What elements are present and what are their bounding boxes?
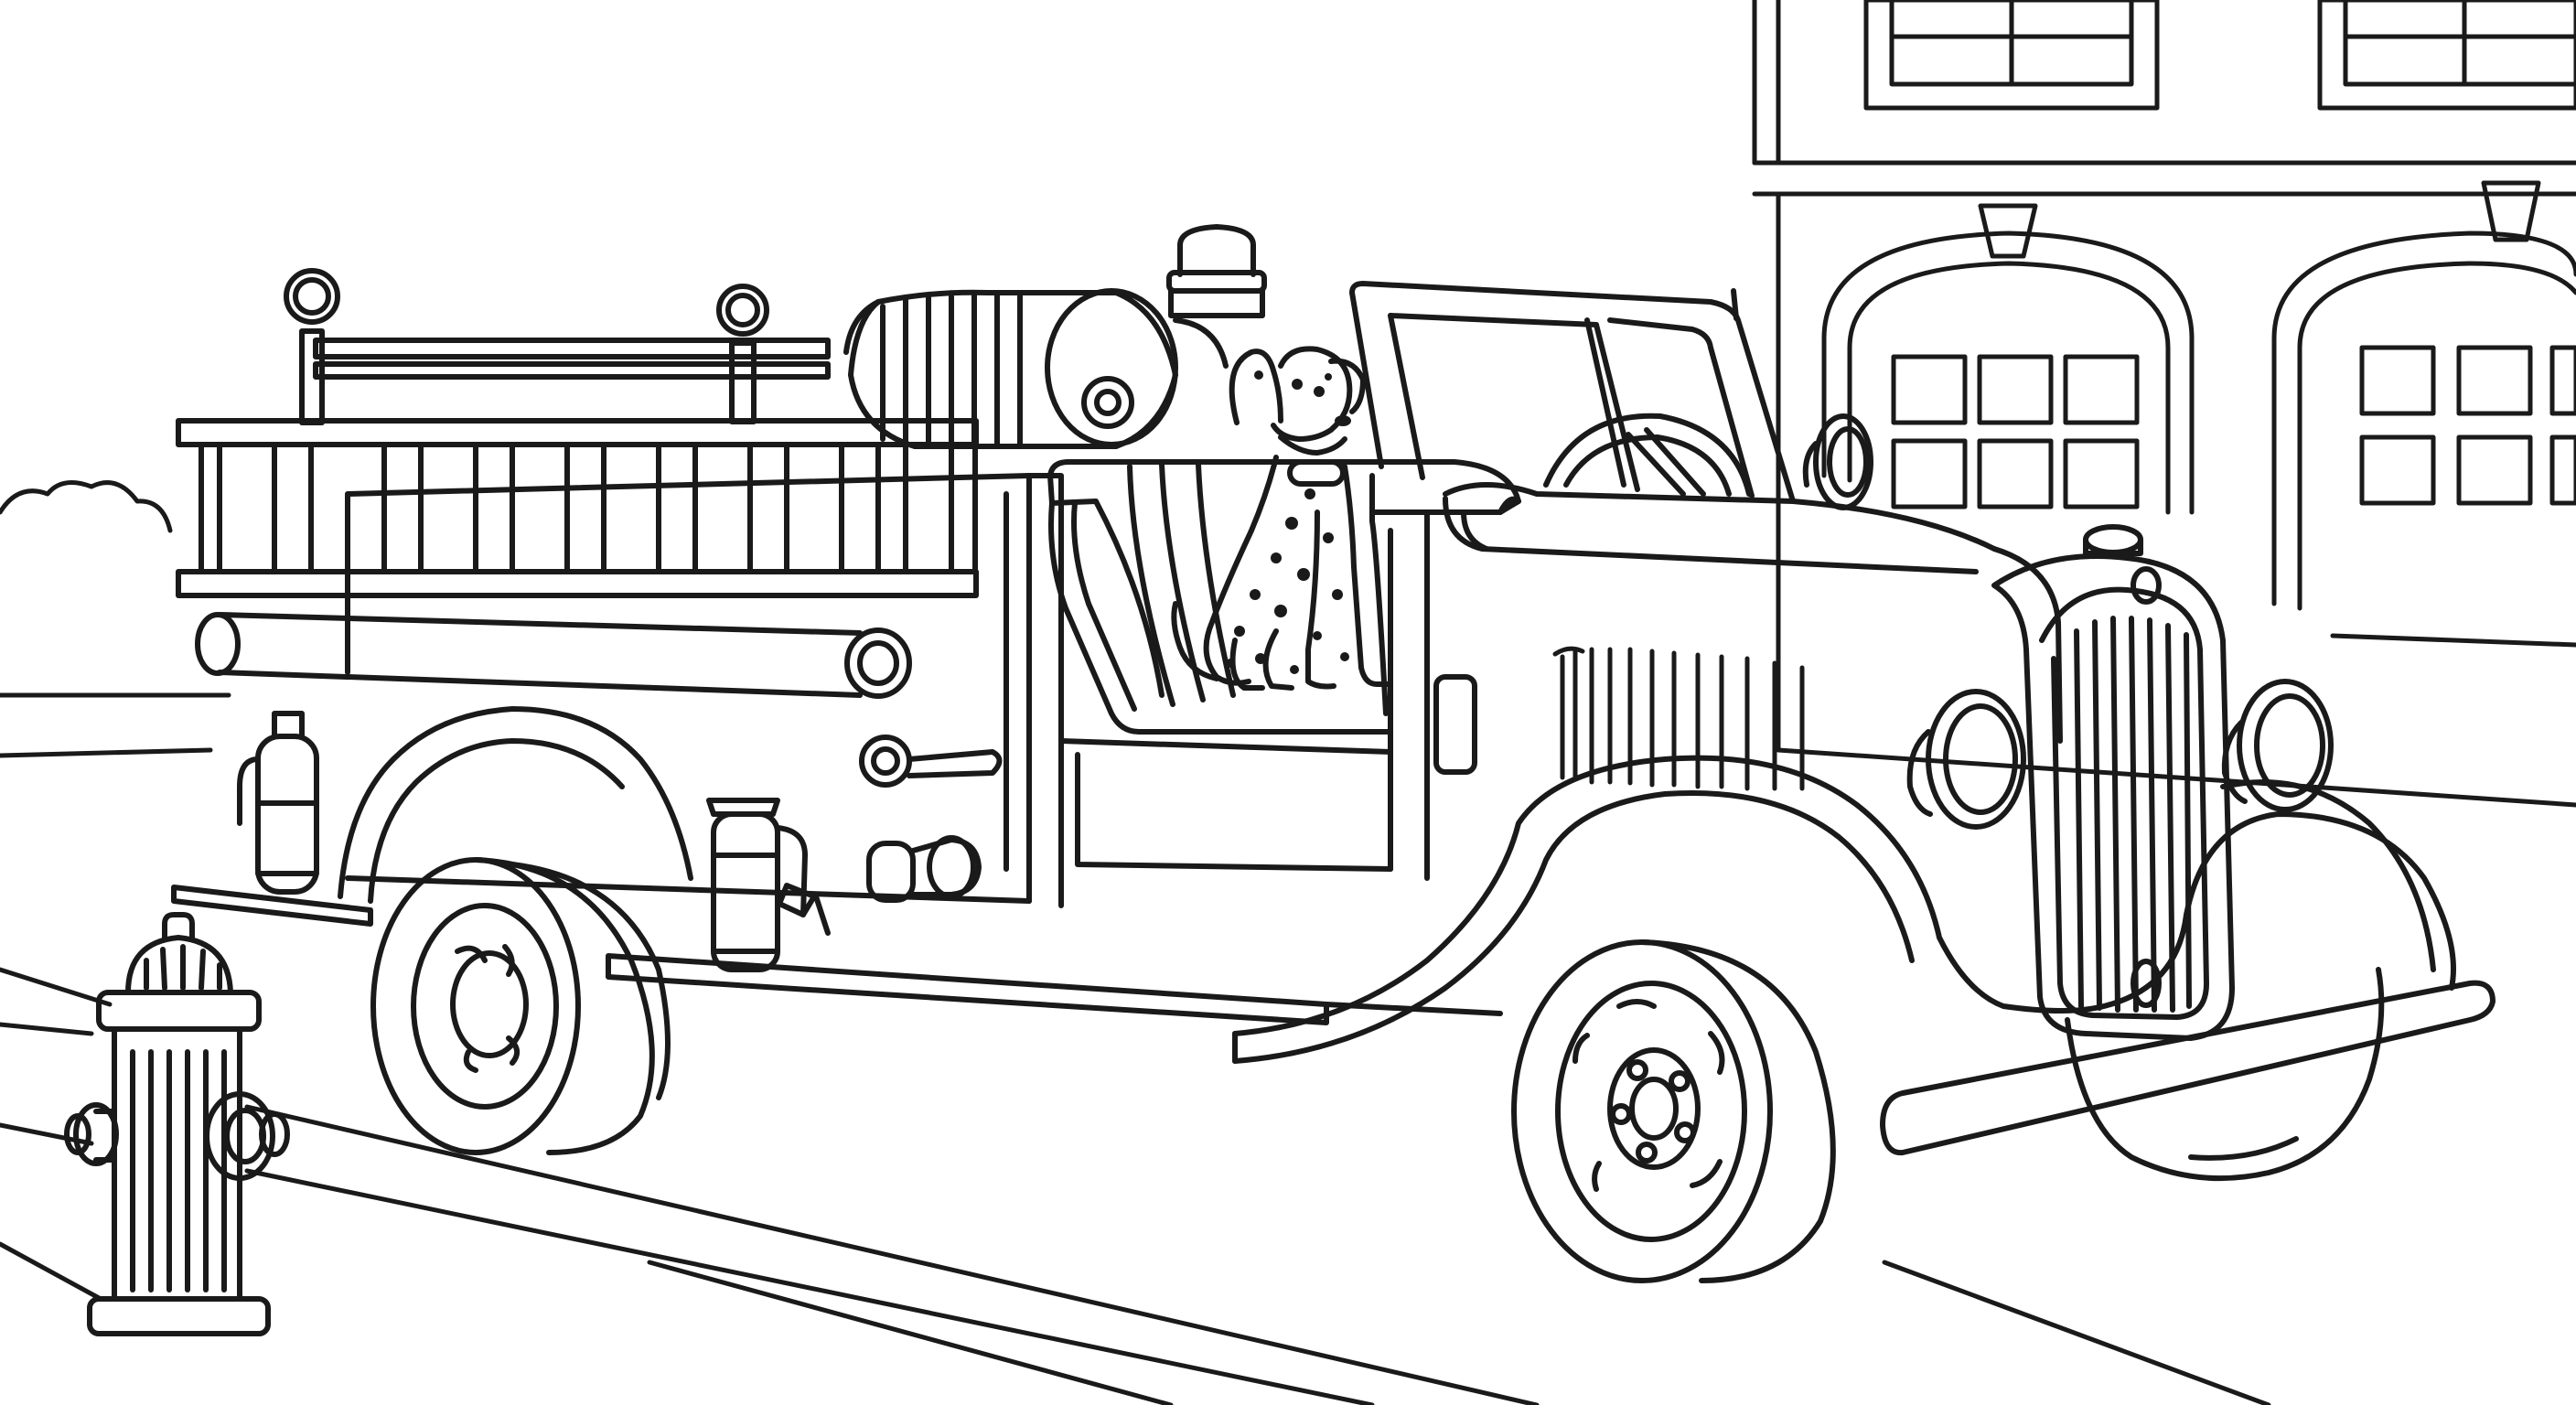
front-bumper bbox=[1880, 980, 2496, 1156]
headlamp-right bbox=[2221, 679, 2334, 812]
upper-window-left bbox=[1863, 0, 2160, 111]
spotlight bbox=[1802, 413, 1873, 510]
sidewalk-and-street bbox=[0, 692, 2271, 1405]
bushes bbox=[0, 480, 173, 533]
upper-window-right bbox=[2317, 0, 2576, 111]
front-fender bbox=[1232, 755, 2456, 1064]
pump-valves bbox=[859, 735, 1003, 903]
rear-fender bbox=[338, 706, 693, 904]
extinguisher-rear bbox=[237, 711, 319, 895]
garage-door-left bbox=[1821, 203, 2195, 515]
extinguisher-side bbox=[706, 798, 831, 972]
rear-wheel bbox=[370, 857, 671, 1155]
radiator-grille bbox=[1991, 553, 2235, 1041]
dalmatian-dog bbox=[1171, 346, 1391, 691]
side-hose-pipe bbox=[195, 612, 912, 699]
hose-reel bbox=[843, 288, 1229, 449]
fire-truck bbox=[171, 224, 2496, 1283]
front-wheel bbox=[1511, 939, 1836, 1283]
headlamp-left bbox=[1906, 689, 2026, 830]
windshield bbox=[1349, 281, 1796, 504]
steering-wheel bbox=[1543, 413, 1752, 497]
roof-beacon bbox=[1166, 224, 1267, 318]
fire-hydrant bbox=[64, 912, 290, 1336]
far-front-wheel bbox=[2065, 967, 2385, 1182]
garage-door-right bbox=[2271, 180, 2576, 648]
cab-door bbox=[1369, 473, 1521, 881]
top-rail bbox=[284, 268, 831, 425]
dog-spots bbox=[1226, 370, 1351, 674]
